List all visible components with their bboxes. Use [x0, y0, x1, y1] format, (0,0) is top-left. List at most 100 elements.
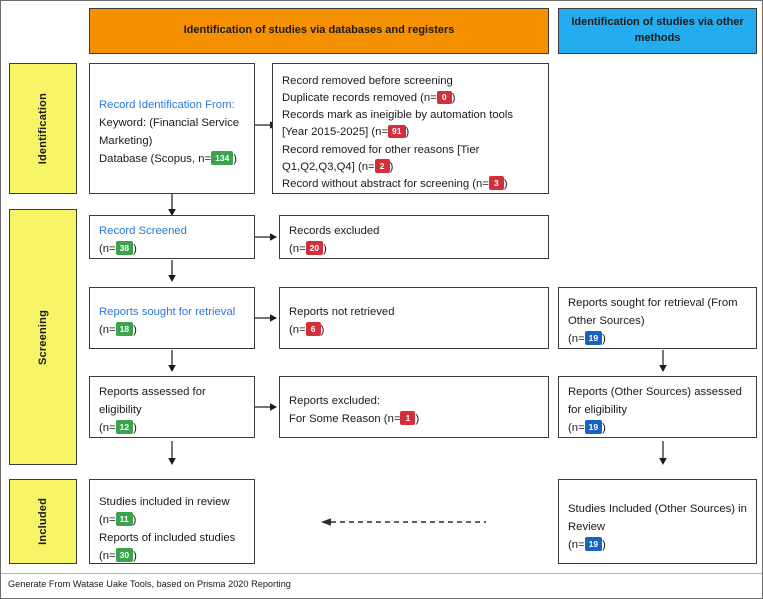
arrow-assessed-other-to-included-other — [659, 441, 667, 465]
record-identification-database-suffix: ) — [233, 152, 238, 165]
box-reports-assessed[interactable]: Reports assessed for eligibility (n=12) — [89, 376, 255, 438]
reports-sought-count: (n=18) — [99, 322, 247, 340]
count-records-identified: 134 — [211, 151, 234, 165]
header-databases-registers: Identification of studies via databases … — [89, 8, 549, 54]
box-reports-assessed-content: Reports assessed for eligibility (n=12) — [90, 377, 256, 445]
count-reports-assessed: 12 — [115, 420, 134, 434]
reports-assessed-other-count-prefix: (n= — [568, 421, 585, 434]
stage-band-included: Included — [9, 479, 77, 564]
records-removed-no-abstract-suffix: ) — [503, 177, 508, 190]
count-ineligible-automation: 91 — [388, 124, 406, 139]
count-studies-included-other: 19 — [584, 537, 603, 551]
arrow-sought-other-to-assessed-other — [659, 350, 667, 372]
box-records-excluded[interactable]: Records excluded (n=20) — [279, 215, 549, 259]
arrow-dashed-other-to-included — [321, 518, 486, 526]
count-reports-excluded: 1 — [400, 411, 416, 425]
records-removed-line-1: Record removed before screening — [282, 75, 453, 87]
records-excluded-count-suffix: ) — [323, 242, 327, 255]
box-reports-sought-other-content: Reports sought for retrieval (From Other… — [559, 288, 758, 356]
box-studies-included-other-content: Studies Included (Other Sources) in Revi… — [559, 494, 758, 562]
count-reports-not-retrieved: 6 — [305, 322, 321, 336]
records-removed-no-abstract-prefix: Record without abstract for screening (n… — [282, 177, 489, 190]
studies-included-other-count-suffix: ) — [602, 538, 606, 551]
header-other-label: Identification of studies via other meth… — [571, 16, 744, 44]
box-studies-included[interactable]: Studies included in review (n=11) Report… — [89, 479, 255, 564]
reports-sought-other-count-prefix: (n= — [568, 332, 585, 345]
count-reports-assessed-other: 19 — [584, 420, 603, 434]
box-record-screened[interactable]: Record Screened (n=38) — [89, 215, 255, 259]
arrow-screened-to-excluded — [255, 233, 277, 241]
records-removed-duplicates-suffix: ) — [451, 92, 456, 105]
box-reports-not-retrieved-content: Reports not retrieved (n=6) — [280, 297, 550, 347]
record-identification-heading: Record Identification From: — [99, 99, 235, 111]
records-removed-automation-suffix: ) — [405, 126, 410, 139]
records-removed-duplicates: Duplicate records removed (n=0) — [282, 90, 541, 107]
record-screened-heading: Record Screened — [99, 225, 187, 237]
reports-assessed-other-count-suffix: ) — [602, 421, 606, 434]
record-screened-count: (n=38) — [99, 241, 247, 259]
studies-included-count-prefix: (n= — [99, 513, 116, 526]
arrow-assessed-to-reports-excluded — [255, 403, 277, 411]
studies-included-other-count: (n=19) — [568, 537, 749, 555]
reports-assessed-other-count: (n=19) — [568, 420, 749, 438]
box-record-identification-content: Record Identification From: Keyword: (Fi… — [90, 90, 256, 175]
records-excluded-label: Records excluded — [289, 225, 380, 237]
box-reports-excluded[interactable]: Reports excluded: For Some Reason (n=1) — [279, 376, 549, 438]
box-records-removed[interactable]: Record removed before screening Duplicat… — [272, 63, 549, 194]
box-reports-assessed-other-content: Reports (Other Sources) assessed for eli… — [559, 377, 758, 445]
count-duplicates-removed: 0 — [436, 90, 452, 105]
count-records-excluded: 20 — [305, 241, 324, 255]
reports-of-included-count-suffix: ) — [133, 549, 137, 562]
records-removed-automation-prefix: Records mark as ineigible by automation … — [282, 109, 514, 139]
header-other-methods: Identification of studies via other meth… — [558, 8, 757, 54]
record-screened-count-prefix: (n= — [99, 242, 116, 255]
footer-text: Generate From Watase Uake Tools, based o… — [8, 579, 291, 589]
reports-assessed-label: Reports assessed for eligibility — [99, 386, 206, 416]
box-reports-excluded-content: Reports excluded: For Some Reason (n=1) — [280, 386, 550, 436]
studies-included-other-label: Studies Included (Other Sources) in Revi… — [568, 503, 747, 533]
reports-of-included-label: Reports of included studies — [99, 531, 236, 544]
reports-of-included-count: (n=30) — [99, 548, 247, 566]
arrow-screened-to-sought — [168, 260, 176, 282]
studies-included-count: (n=11) — [99, 512, 247, 530]
reports-assessed-count: (n=12) — [99, 420, 247, 438]
stage-band-identification: Identification — [9, 63, 77, 194]
stage-label-screening: Screening — [37, 309, 49, 365]
record-identification-database-prefix: Database (Scopus, n= — [99, 152, 212, 165]
box-reports-not-retrieved[interactable]: Reports not retrieved (n=6) — [279, 287, 549, 349]
footer-attribution: Generate From Watase Uake Tools, based o… — [1, 573, 762, 589]
box-record-identification[interactable]: Record Identification From: Keyword: (Fi… — [89, 63, 255, 194]
reports-sought-heading: Reports sought for retrieval — [99, 306, 236, 318]
arrow-identification-to-screened — [168, 194, 176, 216]
box-records-removed-content: Record removed before screening Duplicat… — [273, 66, 550, 200]
box-reports-sought-content: Reports sought for retrieval (n=18) — [90, 297, 256, 347]
reports-not-retrieved-count-prefix: (n= — [289, 323, 306, 336]
records-removed-duplicates-prefix: Duplicate records removed (n= — [282, 92, 437, 105]
studies-included-other-count-prefix: (n= — [568, 538, 585, 551]
box-reports-assessed-other[interactable]: Reports (Other Sources) assessed for eli… — [558, 376, 757, 438]
records-removed-other-reasons: Record removed for other reasons [Tier Q… — [282, 142, 541, 176]
records-removed-no-abstract: Record without abstract for screening (n… — [282, 176, 541, 193]
reports-not-retrieved-count: (n=6) — [289, 322, 541, 340]
reports-excluded-label: Reports excluded: — [289, 395, 381, 407]
reports-assessed-count-prefix: (n= — [99, 421, 116, 434]
stage-label-identification: Identification — [37, 92, 49, 165]
record-identification-database: Database (Scopus, n=134) — [99, 151, 247, 169]
records-excluded-count: (n=20) — [289, 241, 541, 259]
count-reports-of-included: 30 — [115, 548, 134, 562]
count-no-abstract: 3 — [488, 176, 504, 190]
record-identification-keyword: Keyword: (Financial Service Marketing) — [99, 116, 240, 147]
reports-sought-other-count: (n=19) — [568, 331, 749, 349]
box-studies-included-other[interactable]: Studies Included (Other Sources) in Revi… — [558, 479, 757, 564]
reports-sought-other-label: Reports sought for retrieval (From Other… — [568, 297, 738, 327]
arrow-sought-to-assessed — [168, 350, 176, 372]
records-removed-other-suffix: ) — [389, 160, 394, 173]
records-removed-automation: Records mark as ineigible by automation … — [282, 107, 541, 141]
reports-of-included-count-prefix: (n= — [99, 549, 116, 562]
box-reports-sought[interactable]: Reports sought for retrieval (n=18) — [89, 287, 255, 349]
box-record-screened-content: Record Screened (n=38) — [90, 216, 256, 266]
box-reports-sought-other[interactable]: Reports sought for retrieval (From Other… — [558, 287, 757, 349]
reports-sought-count-prefix: (n= — [99, 323, 116, 336]
reports-not-retrieved-label: Reports not retrieved — [289, 306, 395, 318]
